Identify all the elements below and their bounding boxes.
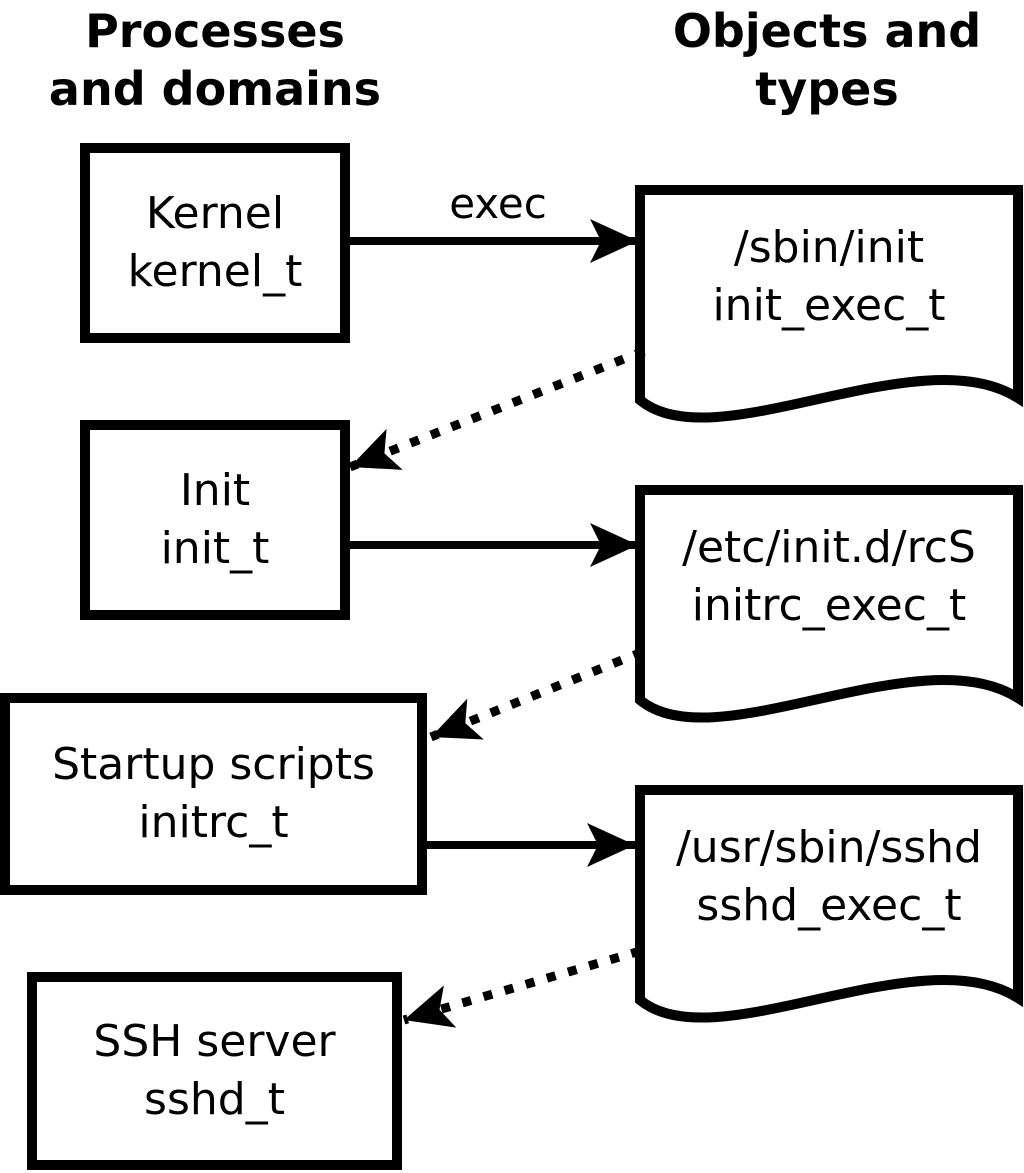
exec-arrow-label: exec [449,179,547,228]
header-line: and domains [48,62,382,116]
transition-arrow-initbinary-to-init [348,346,646,472]
object-doc-shape-rcs [635,485,1023,723]
transition-arrow-sshdbinary-to-sshserver [402,946,642,1028]
transition-arrow-rcs-to-startup [429,647,644,742]
header-objects-and-types: Objects and types [642,2,1012,118]
header-line: Processes [85,4,345,58]
header-line: Objects and [672,4,982,58]
process-box-kernel: Kernel kernel_t [80,143,350,343]
header-processes-and-domains: Processes and domains [30,2,400,118]
header-line: types [755,62,899,116]
object-doc-shape-sshd [635,785,1023,1023]
object-doc-shape-sbin-init [635,185,1023,423]
domain-type-label: init_t [160,523,270,574]
process-box-init: Init init_t [80,420,350,620]
process-name-label: SSH server [93,1016,336,1067]
process-name-label: Startup scripts [52,739,375,790]
domain-type-label: sshd_t [144,1074,285,1125]
process-box-startup-scripts: Startup scripts initrc_t [0,693,427,895]
domain-type-label: kernel_t [127,246,303,297]
process-box-ssh-server: SSH server sshd_t [27,972,402,1170]
domain-type-label: initrc_t [138,797,289,848]
process-name-label: Init [179,465,251,516]
process-name-label: Kernel [145,188,285,239]
